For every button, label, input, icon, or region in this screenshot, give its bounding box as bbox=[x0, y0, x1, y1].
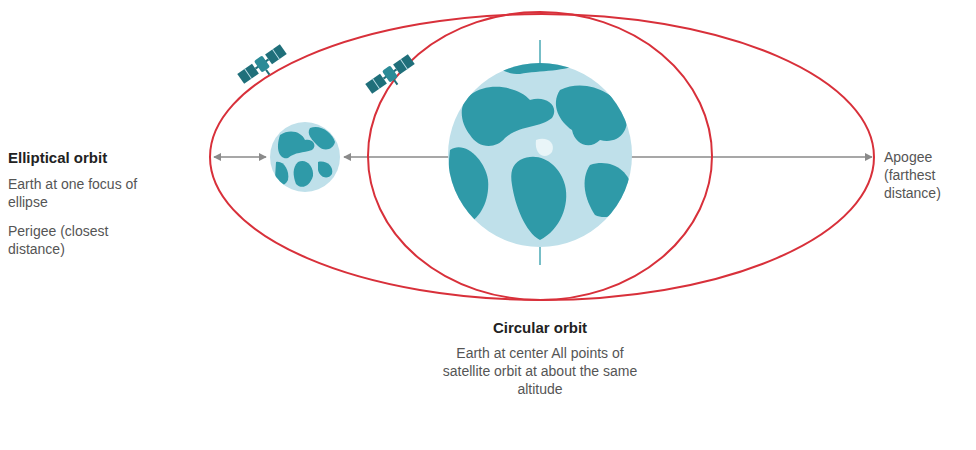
distance-label: Perigee (closest distance) bbox=[8, 222, 158, 258]
satellite-icon bbox=[365, 53, 419, 99]
orbit-title: Elliptical orbit bbox=[8, 148, 198, 168]
distance-label: Apogee (farthest distance) bbox=[884, 148, 970, 203]
circular-orbit bbox=[368, 12, 712, 300]
orbit-note: Earth at one focus of ellipse bbox=[8, 175, 143, 211]
orbit-title: Circular orbit bbox=[440, 318, 640, 338]
perigee-arrow bbox=[214, 156, 266, 158]
elliptical-orbit bbox=[210, 14, 874, 300]
orbit-note: Earth at center All points of satellite … bbox=[440, 344, 640, 399]
satellite-icon bbox=[237, 43, 291, 89]
earth-globe bbox=[448, 54, 632, 247]
earth-globe bbox=[270, 122, 340, 192]
